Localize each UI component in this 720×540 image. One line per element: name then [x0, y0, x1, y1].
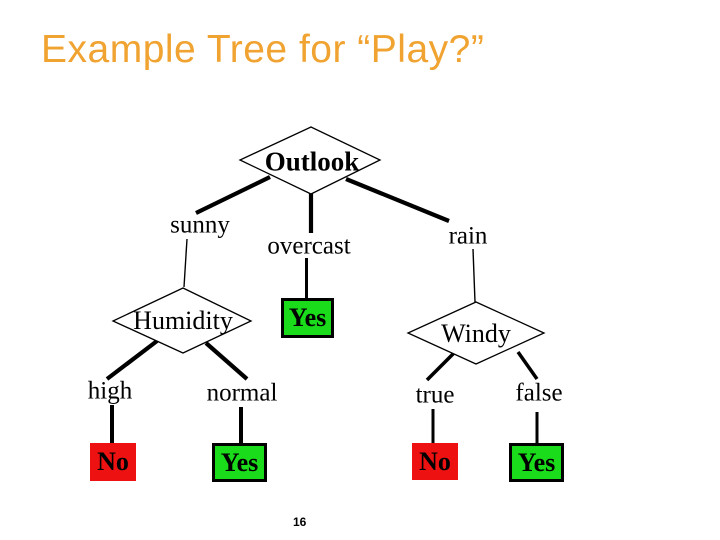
node-outlook: Outlook [264, 146, 360, 177]
branch-label-high: high [87, 377, 133, 405]
leaf-yes-normal: Yes [212, 443, 267, 482]
edge-windy-true [425, 350, 457, 382]
branch-label-rain: rain [448, 222, 488, 250]
branch-label-false: false [515, 379, 563, 407]
edge-humidity-normal [204, 341, 249, 381]
edge-outlook-rain [345, 177, 450, 223]
branch-label-normal: normal [206, 379, 278, 407]
leaf-yes-overcast: Yes [281, 298, 334, 338]
edge-windy-false [516, 350, 539, 381]
page-number: 16 [293, 515, 307, 529]
branch-label-sunny: sunny [170, 211, 230, 239]
node-windy: Windy [441, 319, 511, 348]
slide-title: Example Tree for “Play?” [41, 28, 485, 71]
leaf-no-high: No [90, 443, 136, 481]
humidity-diamond [111, 287, 253, 354]
outlook-diamond [238, 126, 382, 195]
node-humidity: Humidity [133, 306, 233, 335]
windy-diamond [406, 301, 546, 365]
edge-outlook-sunny [195, 175, 271, 215]
edge-humidity-high [105, 339, 159, 381]
branch-label-overcast: overcast [267, 232, 351, 260]
branch-label-true: true [415, 381, 455, 409]
leaf-yes-false: Yes [509, 443, 564, 482]
edge-sunny-humidity [183, 238, 188, 288]
edge-rain-windy [472, 248, 476, 303]
leaf-no-true: No [412, 443, 458, 480]
